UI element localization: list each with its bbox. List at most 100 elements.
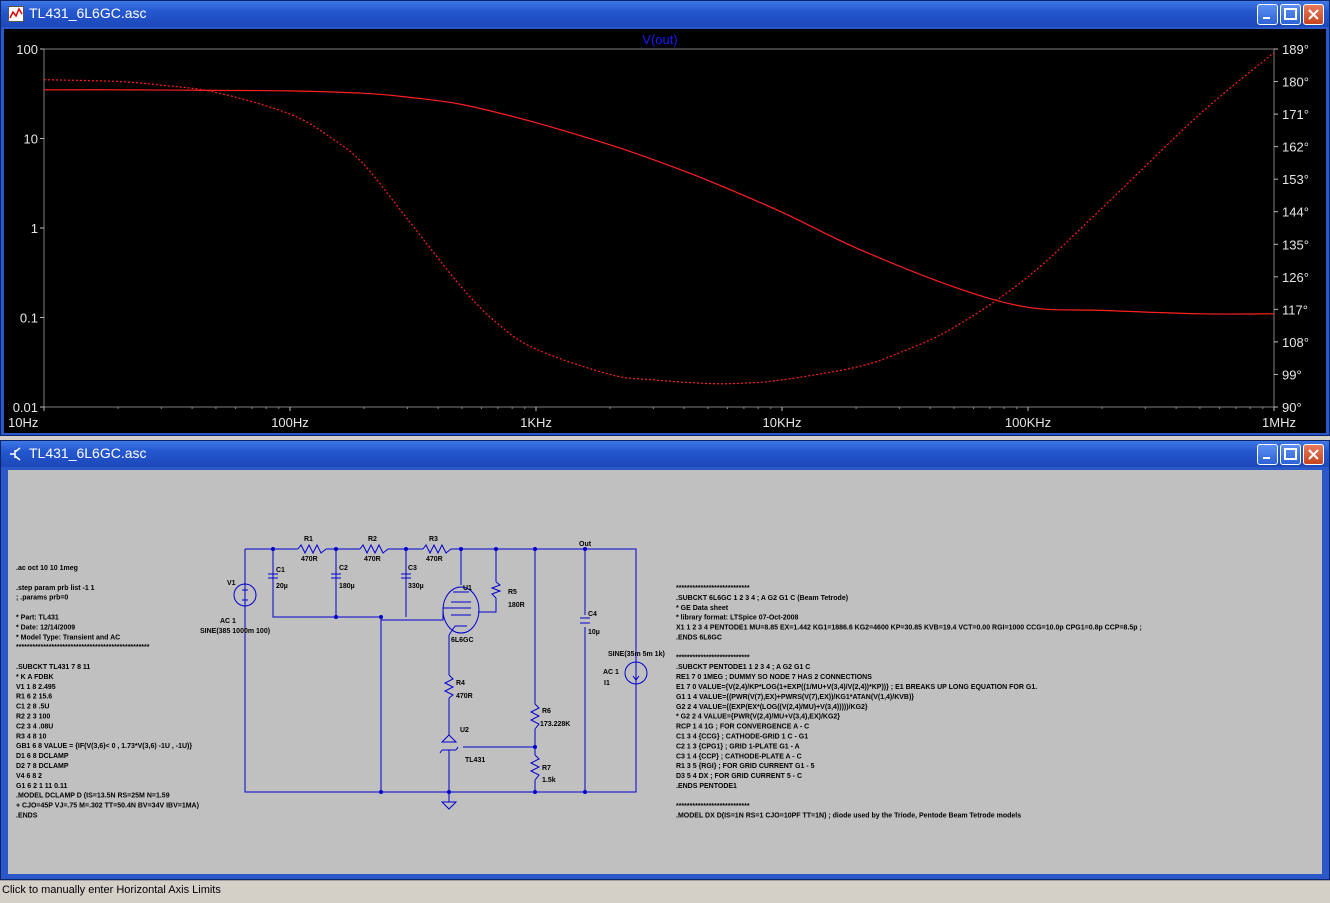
y-right-tick-label: 99° [1282,367,1302,382]
netlist-line: V4 6 8 2 [16,773,42,780]
netlist-line: .ENDS [16,813,38,820]
netlist-line: R3 4 8 10 [16,733,46,740]
plot-window-titlebar[interactable]: TL431_6L6GC.asc [1,1,1329,27]
label-c2-value: 180µ [339,583,355,590]
netlist-line: ****************************************… [16,644,150,651]
resistor-r1[interactable] [297,543,327,555]
netlist-line: * Part: TL431 [16,615,59,622]
schematic-window-title: TL431_6L6GC.asc [29,445,147,461]
label-r4-value: 470R [456,693,473,700]
y-right-tick-label: 90° [1282,400,1302,415]
label-r6-value: 173.228K [540,721,570,728]
netlist-line: E1 7 0 VALUE={V(2,4)/KP*LOG(1+EXP((1/MU+… [676,684,1037,691]
label-v1: V1 [227,580,236,587]
resistor-r5[interactable] [490,581,502,599]
netlist-line: X1 1 2 3 4 PENTODE1 MU=8.85 EX=1.442 KG1… [676,625,1142,632]
y-left-tick-label: 0.1 [20,311,38,326]
label-r3-value: 470R [426,556,443,563]
netlist-line: .ENDS 6L6GC [676,635,722,642]
y-right-tick-label: 153° [1282,172,1309,187]
resistor-r2[interactable] [359,543,389,555]
capacitor-c2[interactable] [331,573,341,579]
netlist-line: * K A FDBK [16,674,54,681]
right-netlist-text[interactable]: *************************** .SUBCKT 6L6GC… [676,585,1142,820]
resistor-r7[interactable] [529,754,541,781]
tube-u1[interactable] [381,586,480,636]
netlist-line: *************************** [676,803,750,810]
netlist-line: * Model Type: Transient and AC [16,634,120,641]
y-left-tick-label: 10 [24,132,38,147]
label-c1: C1 [276,567,285,574]
schematic-wires [244,548,637,802]
maximize-icon [1284,8,1297,20]
netlist-line: V1 1 8 2.495 [16,684,56,691]
label-c3: C3 [408,565,417,572]
netlist-line: RE1 7 0 1MEG ; DUMMY SO NODE 7 HAS 2 CON… [676,674,872,681]
junction-dots [271,547,587,794]
x-tick-label: 100Hz [271,415,309,430]
resistor-r3[interactable] [422,543,452,555]
netlist-line: C2 3 4 .08U [16,723,53,730]
magnitude-trace[interactable] [43,89,1275,315]
maximize-icon [1284,448,1297,460]
schematic-maximize-button[interactable] [1280,444,1301,465]
phase-trace[interactable] [43,52,1275,385]
current-source-i1[interactable] [624,661,648,685]
netlist-line: .step param prb list -1 1 [16,585,95,592]
resistor-r6[interactable] [529,703,541,730]
y-right-tick-label: 180° [1282,75,1309,90]
schematic-close-button[interactable] [1303,444,1324,465]
x-tick-label: 10KHz [762,415,801,430]
close-icon [1308,9,1319,20]
schematic-minimize-button[interactable] [1257,444,1278,465]
netlist-line: G1 6 2 1 11 0.11 [16,783,67,790]
label-u2: U2 [460,727,469,734]
capacitor-c3[interactable] [401,573,411,579]
capacitor-c1[interactable] [268,570,278,579]
capacitor-c4[interactable] [580,617,590,624]
label-r7-value: 1.5k [542,777,556,784]
close-icon [1308,449,1319,460]
netlist-line: D2 7 8 DCLAMP [16,763,69,770]
label-r2: R2 [368,536,377,543]
maximize-button[interactable] [1280,4,1301,25]
label-c1-value: 20µ [276,583,288,590]
netlist-line: .SUBCKT 6L6GC 1 2 3 4 ; A G2 G1 C (Beam … [676,595,848,602]
netlist-line: R1 6 2 15.6 [16,694,52,701]
trace-label[interactable]: V(out) [642,32,677,47]
y-left-tick-label: 1 [31,221,38,236]
x-tick-label: 1MHz [1262,415,1296,430]
waveform-icon [8,6,24,22]
netlist-line: G1 1 4 VALUE={(PWR(V(7),EX)+PWRS(V(7),EX… [676,694,914,701]
resistor-r4[interactable] [443,674,455,699]
minimize-icon [1263,17,1270,19]
netlist-line: + CJO=45P VJ=.75 M=.302 TT=50.4N BV=34V … [16,803,199,810]
voltage-source-v1[interactable] [233,583,257,607]
label-u1: U1 [463,585,472,592]
y-right-tick-label: 144° [1282,205,1309,220]
netlist-line: G2 2 4 VALUE={(EXP(EX*(LOG((V(2,4)/MU)+V… [676,704,868,711]
netlist-line: * GE Data sheet [676,605,729,612]
netlist-line: .MODEL DCLAMP D (IS=13.5N RS=25M N=1.59 [16,793,170,800]
netlist-line: GB1 6 8 VALUE = {IF(V(3,6)< 0 , 1.73*V(3… [16,743,192,750]
y-right-tick-label: 108° [1282,335,1309,350]
schematic-drawing[interactable]: R1 470R R2 470R R3 470R C1 20µ C2 180µ C… [8,470,1322,874]
netlist-line: C1 3 4 {CCG} ; CATHODE-GRID 1 C - G1 [676,734,808,741]
label-i1-sine: SINE(35m 5m 1k) [608,651,665,658]
label-u2-value: TL431 [465,757,485,764]
label-c4-value: 10µ [588,629,600,636]
schematic-window-titlebar[interactable]: TL431_6L6GC.asc [1,441,1329,467]
netlist-line: .ENDS PENTODE1 [676,783,737,790]
label-c2: C2 [339,565,348,572]
left-netlist-text[interactable]: .ac oct 10 10 1meg.step param prb list -… [16,565,199,820]
label-u1-value: 6L6GC [451,637,474,644]
minimize-button[interactable] [1257,4,1278,25]
netlist-line: C1 2 8 .5U [16,704,49,711]
schematic-canvas[interactable]: R1 470R R2 470R R3 470R C1 20µ C2 180µ C… [8,470,1322,874]
plot-frame [43,48,1275,408]
close-button[interactable] [1303,4,1324,25]
zener-u2[interactable] [439,734,459,754]
label-v1-sine: SINE(385 1000m 100) [200,628,270,635]
